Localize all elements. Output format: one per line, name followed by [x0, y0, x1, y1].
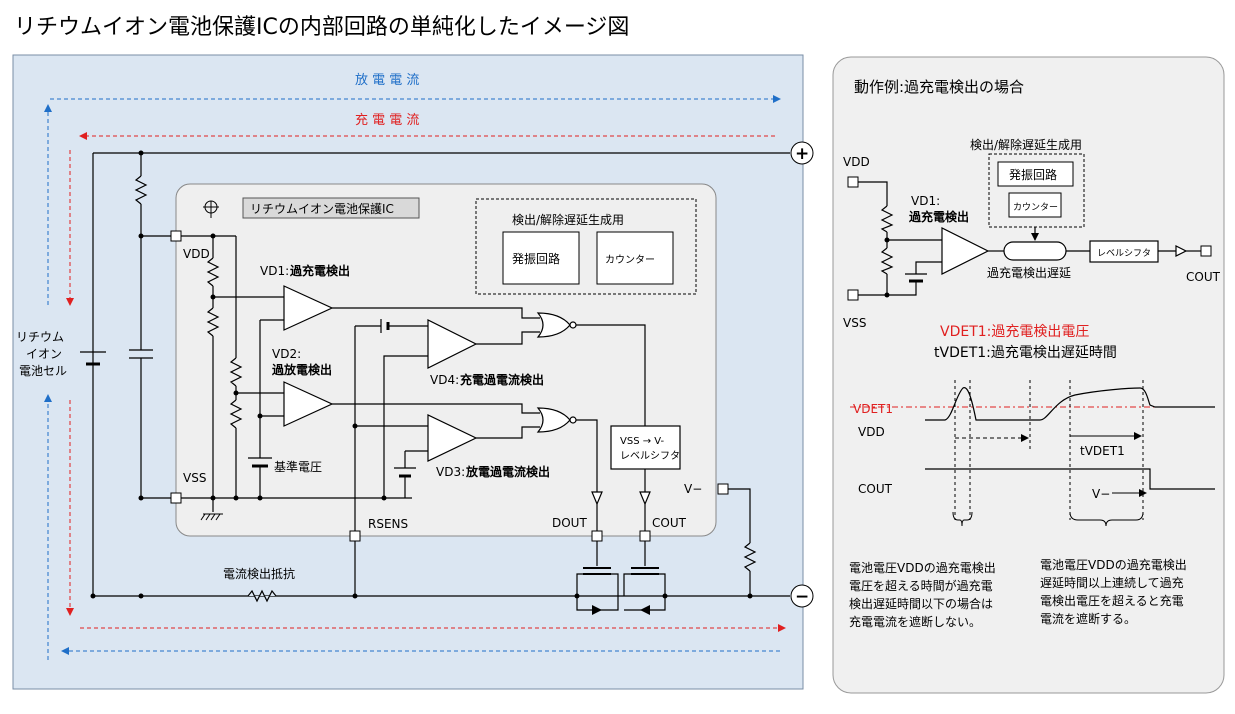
example-oscillator-label: 発振回路 — [1009, 167, 1057, 182]
junction-dots — [90, 150, 753, 599]
cout-label: COUT — [652, 516, 687, 530]
page-title: リチウムイオン電池保護ICの内部回路の単純化したイメージ図 — [14, 15, 629, 40]
dout-label: DOUT — [552, 516, 587, 530]
note-left-line3: 検出遅延時間以下の場合は — [849, 596, 993, 611]
ic-pins — [170, 230, 729, 542]
example-vss-pin — [847, 289, 859, 301]
wave-vdet1-label: VDET1 — [853, 402, 893, 416]
vdd-waveform — [925, 387, 1215, 421]
vminus-label: V− — [684, 482, 702, 496]
vd2-label: VD2: — [272, 347, 301, 361]
cout-waveform — [925, 468, 1215, 490]
vd2-name: 過放電検出 — [271, 362, 332, 377]
note-left-line1: 電池電圧VDDの過充電検出 — [849, 560, 996, 575]
example-level-shifter-label: レベルシフタ — [1097, 248, 1151, 259]
example-vdd-label: VDD — [843, 155, 870, 169]
current-source-icon — [203, 200, 219, 218]
wave-cout-label: COUT — [858, 482, 893, 496]
note-right-line3: 電検出電圧を超えると充電 — [1040, 593, 1184, 608]
vd1-label: VD1: — [260, 264, 289, 278]
counter-label: カウンター — [605, 254, 655, 266]
counter-block — [596, 231, 674, 285]
note-left-line4: 充電電流を遮断しない。 — [849, 614, 981, 629]
discharge-label: 放 電 電 流 — [355, 73, 419, 88]
cell-label-3: 電池セル — [19, 364, 67, 378]
minus-terminal-label: − — [795, 587, 809, 607]
example-vd1-label: VD1: — [911, 194, 940, 208]
circuit-wires — [80, 152, 790, 611]
example-oscillator — [997, 161, 1074, 187]
vd4-name: 充電過電流検出 — [460, 372, 544, 387]
plus-terminal-icon — [790, 141, 814, 165]
example-junction-dots — [884, 237, 890, 298]
oscillator-label: 発振回路 — [512, 251, 560, 266]
cout-body-diode — [640, 605, 650, 615]
oscillator-block — [502, 231, 580, 285]
note-right-line4: 電流を遮断する。 — [1040, 611, 1136, 626]
charge-label: 充 電 電 流 — [355, 112, 419, 128]
wave-tvdet1-label: tVDET1 — [1080, 444, 1125, 458]
reference-label: 基準電圧 — [274, 459, 322, 474]
cell-label-1: リチウム — [16, 330, 64, 344]
example-vss-label: VSS — [843, 316, 866, 330]
vss-pin-label: VSS — [183, 471, 206, 485]
minus-terminal-icon — [790, 584, 814, 608]
example-delay-generator — [988, 153, 1085, 228]
brace-right — [1069, 511, 1144, 527]
example-vd1-name: 過充電検出 — [908, 209, 969, 224]
example-vdd-pin — [847, 176, 859, 188]
vd3-label: VD3: — [436, 465, 465, 479]
tvdet1-description: tVDET1:過充電検出遅延時間 — [934, 345, 1117, 361]
brace-left — [952, 511, 973, 527]
level-shifter-line1: VSS → V- — [620, 436, 665, 447]
example-title: 動作例:過充電検出の場合 — [854, 78, 1024, 96]
delay-generator-label: 検出/解除遅延生成用 — [512, 212, 624, 227]
example-counter — [1008, 192, 1062, 218]
ic-label-box — [242, 197, 420, 219]
level-shifter-line2: レベルシフタ — [620, 450, 680, 462]
note-right-line1: 電池電圧VDDの過充電検出 — [1040, 557, 1187, 572]
note-left-line2: 電圧を超える時間が過充電 — [849, 578, 993, 593]
vdd-pin-label: VDD — [183, 247, 210, 261]
plus-terminal-label: + — [795, 144, 809, 164]
note-right-line2: 遅延時間以上連続して過充 — [1040, 575, 1184, 590]
example-delay-label: 過充電検出遅延 — [987, 265, 1071, 280]
rsens-label: RSENS — [368, 517, 408, 531]
cell-label-2: イオン — [26, 347, 62, 361]
operation-example-panel — [832, 56, 1225, 694]
example-cout-pin — [1200, 245, 1212, 257]
dout-body-diode — [592, 605, 602, 615]
vd1-name: 過充電検出 — [289, 263, 350, 278]
vdet1-description: VDET1:過充電検出電圧 — [940, 324, 1089, 340]
sense-resistor-label: 電流検出抵抗 — [223, 566, 295, 581]
ground-icon — [200, 513, 223, 521]
wave-vminus-label: V− — [1092, 487, 1110, 501]
wave-vdd-label: VDD — [858, 425, 885, 439]
vd3-name: 放電過電流検出 — [465, 464, 550, 479]
vd4-label: VD4: — [430, 373, 459, 387]
ic-label: リチウムイオン電池保護IC — [250, 201, 394, 216]
example-cout-label: COUT — [1186, 270, 1221, 284]
example-delay-gen-label: 検出/解除遅延生成用 — [970, 137, 1082, 152]
delay-generator — [475, 198, 697, 295]
example-counter-label: カウンター — [1013, 202, 1058, 213]
example-wires — [853, 181, 1201, 296]
protection-ic — [175, 183, 717, 537]
